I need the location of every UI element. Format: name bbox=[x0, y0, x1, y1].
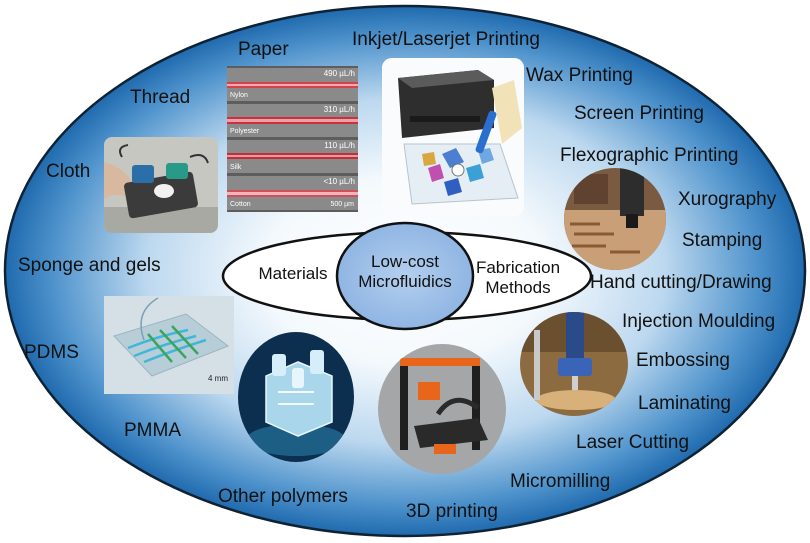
thread-scale-label: 500 µm bbox=[330, 201, 355, 208]
label-inkjet-laserjet: Inkjet/Laserjet Printing bbox=[352, 29, 540, 50]
thread-strip-2 bbox=[227, 104, 358, 137]
label-laser-cutting: Laser Cutting bbox=[576, 432, 690, 453]
label-xurography: Xurography bbox=[678, 189, 777, 210]
label-other-polymers: Other polymers bbox=[218, 486, 348, 507]
fabrication-text: Fabrication bbox=[475, 258, 561, 277]
pdms-scale-label: 4 mm bbox=[208, 374, 228, 383]
other-polymers-photo bbox=[238, 332, 354, 462]
thread-rate-1: 490 µL/h bbox=[323, 69, 355, 78]
thread-name-3: Silk bbox=[230, 164, 242, 171]
thread-strip-3 bbox=[227, 140, 358, 173]
pdms-photo: 4 mm bbox=[104, 296, 234, 394]
xurography-photo bbox=[564, 168, 666, 270]
label-flexographic: Flexographic Printing bbox=[560, 145, 739, 166]
thread-rate-4: <10 µL/h bbox=[323, 177, 355, 186]
label-hand-cutting: Hand cutting/Drawing bbox=[590, 272, 772, 293]
label-embossing: Embossing bbox=[636, 350, 730, 371]
milling-photo bbox=[520, 312, 628, 416]
3d-printer-photo bbox=[378, 344, 506, 474]
microfluidics-text: Microfluidics bbox=[358, 271, 452, 291]
materials-heading: Materials bbox=[258, 264, 328, 283]
label-micromilling: Micromilling bbox=[510, 471, 611, 492]
thread-name-2: Polyester bbox=[230, 128, 260, 135]
label-thread: Thread bbox=[130, 87, 191, 108]
thread-rate-2: 310 µL/h bbox=[323, 105, 355, 114]
center-left-label: Materials bbox=[248, 264, 338, 284]
thread-photo: 490 µL/h 310 µL/h 110 µL/h <10 µL/h Nylo… bbox=[227, 66, 358, 212]
printer-photo bbox=[382, 58, 524, 216]
center-middle-label: Low-cost Microfluidics bbox=[344, 252, 466, 291]
label-paper: Paper bbox=[238, 39, 289, 60]
low-cost-text: Low-cost bbox=[370, 252, 440, 271]
label-wax-printing: Wax Printing bbox=[526, 65, 633, 86]
label-laminating: Laminating bbox=[638, 393, 731, 414]
label-stamping: Stamping bbox=[682, 230, 763, 251]
thread-strip-1 bbox=[227, 68, 358, 101]
label-screen-printing: Screen Printing bbox=[574, 103, 704, 124]
label-sponge-gels: Sponge and gels bbox=[18, 255, 161, 276]
label-cloth: Cloth bbox=[46, 161, 91, 182]
label-injection-moulding: Injection Moulding bbox=[622, 311, 776, 332]
center-right-label: Fabrication Methods bbox=[466, 258, 570, 297]
methods-text: Methods bbox=[485, 277, 551, 297]
cloth-photo bbox=[104, 137, 218, 233]
thread-name-4: Cotton bbox=[230, 201, 251, 208]
label-3d-printing: 3D printing bbox=[406, 501, 498, 522]
label-pdms: PDMS bbox=[24, 342, 79, 363]
label-pmma: PMMA bbox=[124, 420, 181, 441]
thread-rate-3: 110 µL/h bbox=[324, 141, 355, 150]
thread-strip-4 bbox=[227, 176, 358, 210]
thread-name-1: Nylon bbox=[230, 92, 248, 99]
center-inner-ellipse bbox=[335, 221, 475, 331]
